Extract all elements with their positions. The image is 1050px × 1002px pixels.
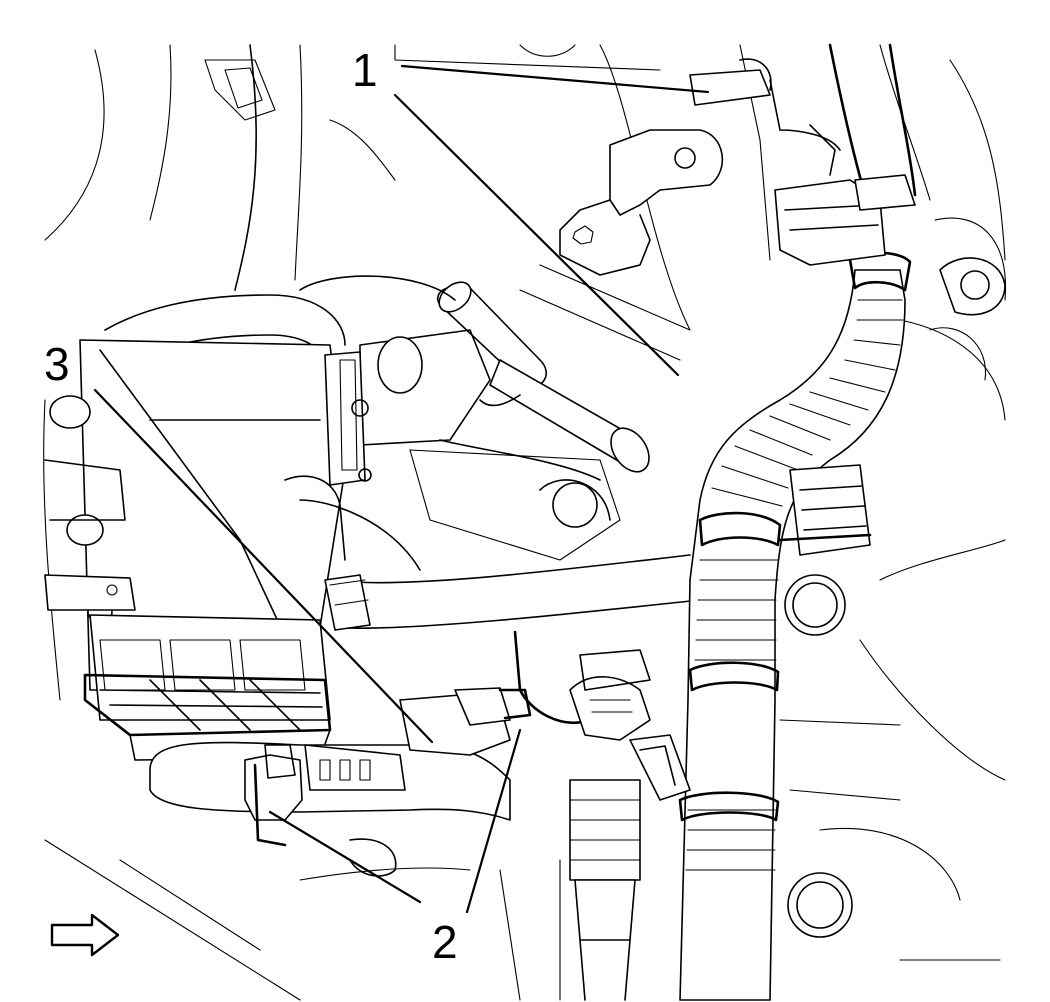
lower-hose bbox=[149, 741, 511, 877]
leader-1-bottom bbox=[393, 93, 680, 377]
wiring-harness bbox=[569, 43, 1006, 1001]
evap-module bbox=[44, 339, 372, 761]
upper-bracket bbox=[559, 58, 772, 276]
purge-valve-connector bbox=[399, 630, 651, 756]
leader-1-top bbox=[400, 64, 710, 94]
callout-1: 1 bbox=[352, 44, 378, 96]
centre-housing bbox=[299, 275, 621, 561]
leader-2-right bbox=[465, 728, 522, 914]
arrow-right-icon bbox=[50, 913, 120, 957]
leader-3 bbox=[93, 388, 434, 744]
callout-3: 3 bbox=[44, 338, 70, 390]
leader-lines bbox=[93, 64, 710, 914]
callout-2: 2 bbox=[432, 916, 458, 968]
middle-hose bbox=[284, 475, 701, 631]
leader-2-left bbox=[268, 810, 422, 904]
fuel-pipe bbox=[437, 264, 691, 473]
